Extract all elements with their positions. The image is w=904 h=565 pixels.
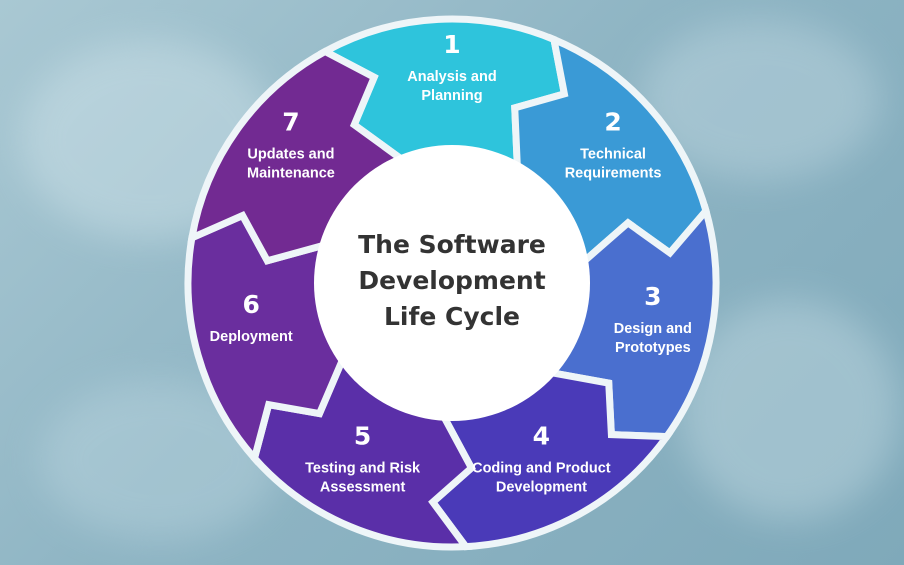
step-label-4: Development	[496, 480, 587, 496]
step-label-7: Updates and	[247, 147, 334, 163]
step-number-5: 5	[354, 422, 371, 451]
step-label-1: Analysis and	[407, 69, 496, 85]
step-label-7: Maintenance	[247, 166, 335, 182]
step-label-3: Prototypes	[615, 340, 691, 356]
step-number-3: 3	[644, 282, 661, 311]
step-label-5: Testing and Risk	[305, 461, 421, 477]
center-title-line: Development	[358, 266, 545, 295]
step-label-6: Deployment	[210, 329, 293, 345]
background-blur-shape	[680, 300, 900, 520]
step-label-2: Requirements	[565, 166, 662, 182]
step-number-2: 2	[604, 108, 621, 137]
cycle-segments	[184, 15, 720, 551]
step-label-2: Technical	[580, 147, 646, 163]
step-number-7: 7	[282, 108, 299, 137]
center-title-line: The Software	[358, 230, 546, 259]
step-label-4: Coding and Product	[472, 461, 611, 477]
step-label-1: Planning	[421, 88, 482, 104]
step-number-6: 6	[242, 290, 259, 319]
step-label-5: Assessment	[320, 480, 406, 496]
center-title-line: Life Cycle	[384, 302, 520, 331]
step-number-1: 1	[443, 30, 460, 59]
center-disc	[314, 145, 590, 421]
step-number-4: 4	[533, 422, 550, 451]
step-label-3: Design and	[614, 321, 692, 337]
